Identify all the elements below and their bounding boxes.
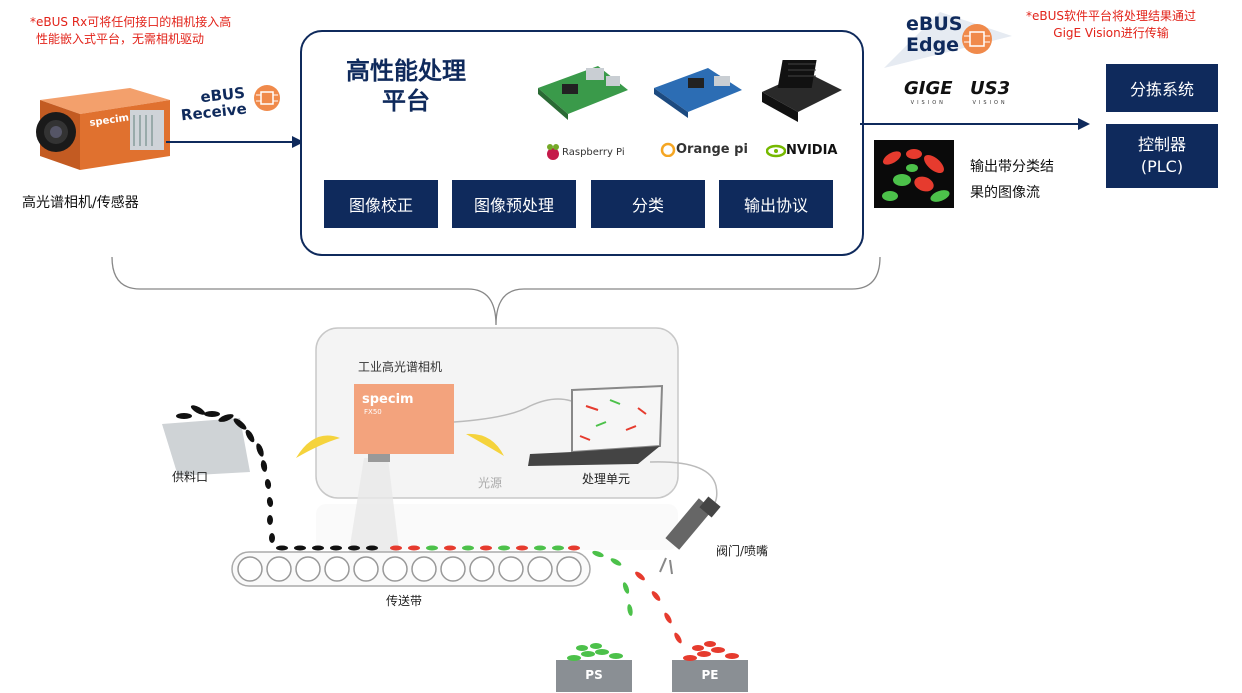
processing-unit-label: 处理单元	[582, 472, 631, 486]
feeder-hopper	[162, 418, 250, 476]
usb3-label: US3	[970, 78, 1011, 99]
raspberry-icon	[547, 144, 559, 160]
ebus-edge-word1: eBUS	[906, 13, 963, 35]
gige-vision-logo: GIGE VISION	[904, 78, 953, 110]
usb3-vision-sub: VISION	[972, 100, 1008, 106]
right-note-line2: GigE Vision进行传输	[1053, 26, 1169, 40]
light-source-right	[466, 433, 504, 456]
ebus-edge-word2: Edge	[906, 34, 960, 56]
left-note: *eBUS Rx可将任何接口的相机接入高 性能嵌入式平台，无需相机驱动	[30, 14, 231, 48]
light-source-label: 光源	[478, 476, 503, 490]
gige-vision-sub: VISION	[910, 100, 946, 106]
camera-brand-label: specim	[362, 392, 414, 407]
ebus-receive-logo: eBUS Receive	[179, 84, 247, 125]
nvidia-board-image	[762, 60, 842, 122]
gige-label: GIGE	[904, 78, 953, 99]
raspberry-pi-board-image	[538, 66, 628, 120]
platform-title: 高性能处理 平台	[336, 56, 476, 116]
sorting-system-box: 分拣系统	[1106, 64, 1218, 112]
valve-label: 阀门/喷嘴	[716, 544, 769, 558]
valve-nozzle	[659, 496, 721, 575]
raspberry-pi-logo: Raspberry Pi	[544, 143, 625, 161]
raspberry-pi-label: Raspberry Pi	[562, 146, 625, 158]
orange-pi-label: Orange pi	[676, 141, 748, 157]
plc-controller-box: 控制器 (PLC)	[1106, 124, 1218, 188]
arrow-to-targets	[860, 118, 1090, 130]
industrial-camera-body	[354, 384, 454, 454]
svg-text:specim: specim	[89, 113, 130, 129]
left-note-line2: 性能嵌入式平台，无需相机驱动	[36, 32, 205, 46]
laptop-base	[528, 446, 660, 466]
ebus-edge-chip-icon	[962, 24, 992, 54]
orange-pi-board-image	[654, 68, 742, 118]
hyperspectral-camera-image: specim	[36, 88, 170, 170]
function-image-preprocessing: 图像预处理	[452, 180, 576, 228]
ebus-chip-icon	[254, 85, 280, 111]
output-label-line1: 输出带分类结	[970, 159, 1054, 175]
bin-ps	[556, 660, 632, 692]
orange-icon	[660, 142, 676, 157]
bin-ps-label: PS	[585, 668, 603, 682]
output-label-line2: 果的图像流	[970, 185, 1040, 201]
function-classification: 分类	[591, 180, 705, 228]
light-source-left	[296, 435, 340, 458]
output-label: 输出带分类结 果的图像流	[970, 154, 1054, 206]
conveyor-label: 传送带	[386, 594, 423, 608]
conveyor-belt	[231, 551, 591, 587]
usb3-vision-logo: US3 VISION	[970, 78, 1011, 110]
nvidia-label: NVIDIA	[786, 143, 838, 158]
industrial-camera-title: 工业高光谱相机	[358, 360, 443, 374]
function-image-correction: 图像校正	[324, 180, 438, 228]
classified-image-thumbnail	[874, 140, 954, 208]
bin-pe	[672, 660, 748, 692]
right-note-line1: *eBUS软件平台将处理结果通过	[1026, 9, 1197, 23]
left-note-line1: *eBUS Rx可将任何接口的相机接入高	[30, 15, 232, 29]
camera-label: 高光谱相机/传感器	[22, 195, 139, 211]
nvidia-logo: NVIDIA	[766, 143, 837, 158]
platform-title-line2: 平台	[382, 87, 430, 115]
ebus-edge-logo: eBUS Edge	[906, 14, 962, 56]
arrow-to-platform	[166, 136, 304, 148]
nvidia-eye-icon	[766, 144, 786, 157]
sorting-scene	[162, 327, 748, 692]
bracket-connector	[111, 256, 881, 326]
camera-model-label: FX50	[364, 408, 382, 416]
right-note: *eBUS软件平台将处理结果通过 GigE Vision进行传输	[1026, 8, 1196, 42]
orange-pi-logo: Orange pi	[660, 141, 748, 157]
platform-title-line1: 高性能处理	[346, 57, 466, 85]
laptop-screen	[571, 384, 664, 454]
function-output-protocol: 输出协议	[719, 180, 833, 228]
bin-pe-label: PE	[701, 668, 719, 682]
feeder-label: 供料口	[172, 470, 209, 484]
